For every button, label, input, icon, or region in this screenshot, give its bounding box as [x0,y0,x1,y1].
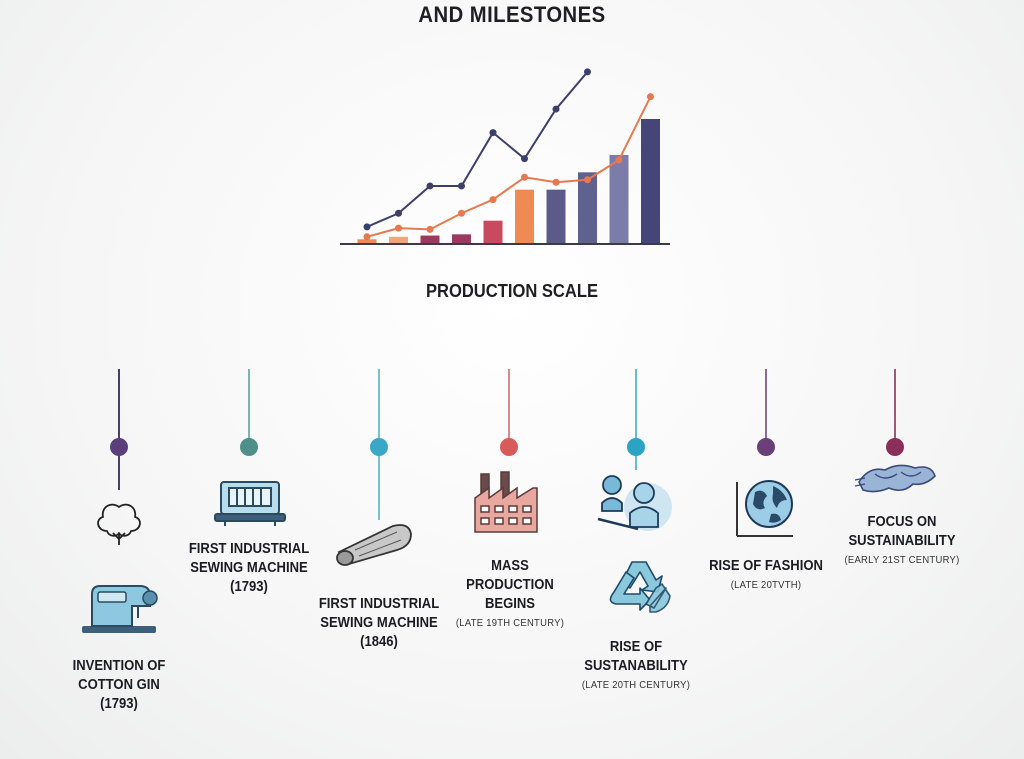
chart-point [552,178,560,186]
milestone-label-2: FIRST INDUSTRIAL SEWING MACHINE (1793) [178,540,320,597]
milestone-subtitle: (LATE 19TH CENTURY) [455,617,565,629]
chart-point [395,209,402,217]
milestone-label-4: MASS PRODUCTION BEGINS (LATE 19TH CENTUR… [447,557,573,633]
milestone-title: FIRST INDUSTRIAL SEWING MACHINE [318,596,440,631]
milestone-date: (1846) [360,634,398,650]
chart-point [521,155,528,163]
milestone-date: (1793) [230,579,268,595]
production-chart [330,55,680,255]
chart-bar [515,189,534,243]
chart-bar [483,220,503,243]
chart-point [584,176,591,184]
milestone-title: MASS PRODUCTION BEGINS [466,558,554,612]
milestone-title: RISE OF SUSTANABILITY [584,639,688,674]
milestone-title: FIRST INDUSTRIAL SEWING MACHINE [188,541,310,576]
loom-icon [214,481,286,526]
milestone-label-3: FIRST INDUSTRIAL SEWING MACHINE (1846) [308,595,450,652]
chart-bar [420,235,440,243]
recycle-icon [609,561,671,613]
sewing-machine-icon [82,585,158,633]
chart-point [552,105,560,113]
chart-series-line [366,96,652,238]
chart-point [647,93,654,101]
production-chart-svg [340,68,670,245]
chart-title: PRODUCTION SCALE [425,281,599,301]
chart-point [615,156,623,164]
chart-point [521,173,528,181]
garment-icon [854,464,936,493]
chart-point [458,209,465,217]
chart-bar [578,172,597,243]
milestone-node [886,438,904,456]
milestone-title: FOCUS ON SUSTAINABILITY [848,514,956,549]
milestone-title: INVENTION OF COTTON GIN [72,658,166,693]
milestone-subtitle: (LATE 20TVTH) [730,579,802,591]
milestone-label-1: INVENTION OF COTTON GIN (1793) [48,657,190,714]
milestone-node [627,438,645,456]
milestone-node [110,438,128,456]
chart-bar [609,154,629,243]
chart-point [426,182,434,190]
factory-icon [474,471,538,533]
milestone-node [500,438,518,456]
page-title: AND MILESTONES [418,2,606,27]
fashion-people-icon [597,475,672,531]
milestone-subtitle: (LATE 20TH CENTURY) [581,679,691,691]
milestone-node [757,438,775,456]
chart-bar [546,189,566,243]
chart-bar [357,239,377,243]
chart-point [363,233,371,241]
chart-point [489,129,497,137]
milestone-title: RISE OF FASHION [709,558,823,574]
chart-series-line [366,71,589,228]
milestone-node [370,438,388,456]
chart-point [584,68,591,76]
milestone-label-6: RISE OF FASHION (LATE 20TVTH) [708,557,823,595]
chart-point [395,224,402,232]
chart-bar [389,236,408,243]
chart-point [363,223,371,231]
cotton-plant-icon [97,503,141,545]
milestone-node [240,438,258,456]
milestone-subtitle: (EARLY 21ST CENTURY) [844,554,960,566]
chart-bar [452,234,471,243]
milestone-label-7: FOCUS ON SUSTAINABILITY (EARLY 21ST CENT… [839,513,965,570]
chart-point [426,225,434,233]
chart-point [458,182,465,190]
milestone-label-5: RISE OF SUSTANABILITY (LATE 20TH CENTURY… [573,638,699,695]
milestone-date: (1793) [100,696,138,712]
globe-icon [736,480,793,537]
chart-bar [641,119,660,243]
fabric-roll-icon [336,524,412,566]
chart-point [489,196,497,204]
